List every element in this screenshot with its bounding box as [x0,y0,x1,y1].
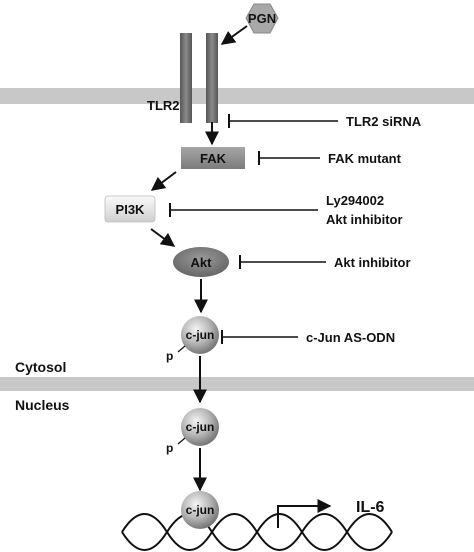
pi3k-node [104,195,156,223]
fak-to-pi3k-arrow [150,171,177,191]
pi3k-label: PI3K [116,202,146,217]
pgn-ligand: PGN [245,3,279,34]
fak-mutant-label: FAK mutant [328,151,402,166]
tlr2-receptor [180,33,218,123]
cjun-asodn-label: c-Jun AS-ODN [306,330,395,345]
fak-node [181,147,245,169]
akt-inhibitor-label: Akt inhibitor [334,255,411,270]
pi3k-to-akt-arrow [150,228,176,247]
il6-label: IL-6 [356,499,385,516]
cjun-dna-node [181,491,219,529]
ly294002-label: Ly294002 [326,193,384,208]
nucleus-label: Nucleus [15,397,70,413]
pi3k-akt-inhibitor-label: Akt inhibitor [326,212,403,227]
dna-helix [121,513,393,551]
nuclear-membrane [0,377,474,391]
cjun-nucleus-node [181,408,219,446]
cjun-dna-label: c-jun [186,503,215,517]
plasma-membrane [0,88,474,104]
cjun-cytosol-label: c-jun [186,328,215,342]
cjun-nucleus-phospho: p [166,441,173,455]
cytosol-label: Cytosol [15,359,66,375]
cjun-cytosol-phospho-link [177,345,186,353]
akt-node [173,247,229,277]
cjun-cytosol-node [181,316,219,354]
pgn-label: PGN [248,11,276,26]
cjun-nucleus-label: c-jun [186,420,215,434]
pgn-to-tlr2-arrow [220,25,248,45]
tlr2-sirna-label: TLR2 siRNA [346,114,422,129]
il6-transcription-arrow [277,499,332,528]
akt-label: Akt [191,255,213,270]
tlr2-label: TLR2 [147,98,180,113]
fak-label: FAK [200,151,227,166]
cjun-cytosol-phospho: p [166,349,173,363]
cjun-nucleus-phospho-link [177,437,186,445]
